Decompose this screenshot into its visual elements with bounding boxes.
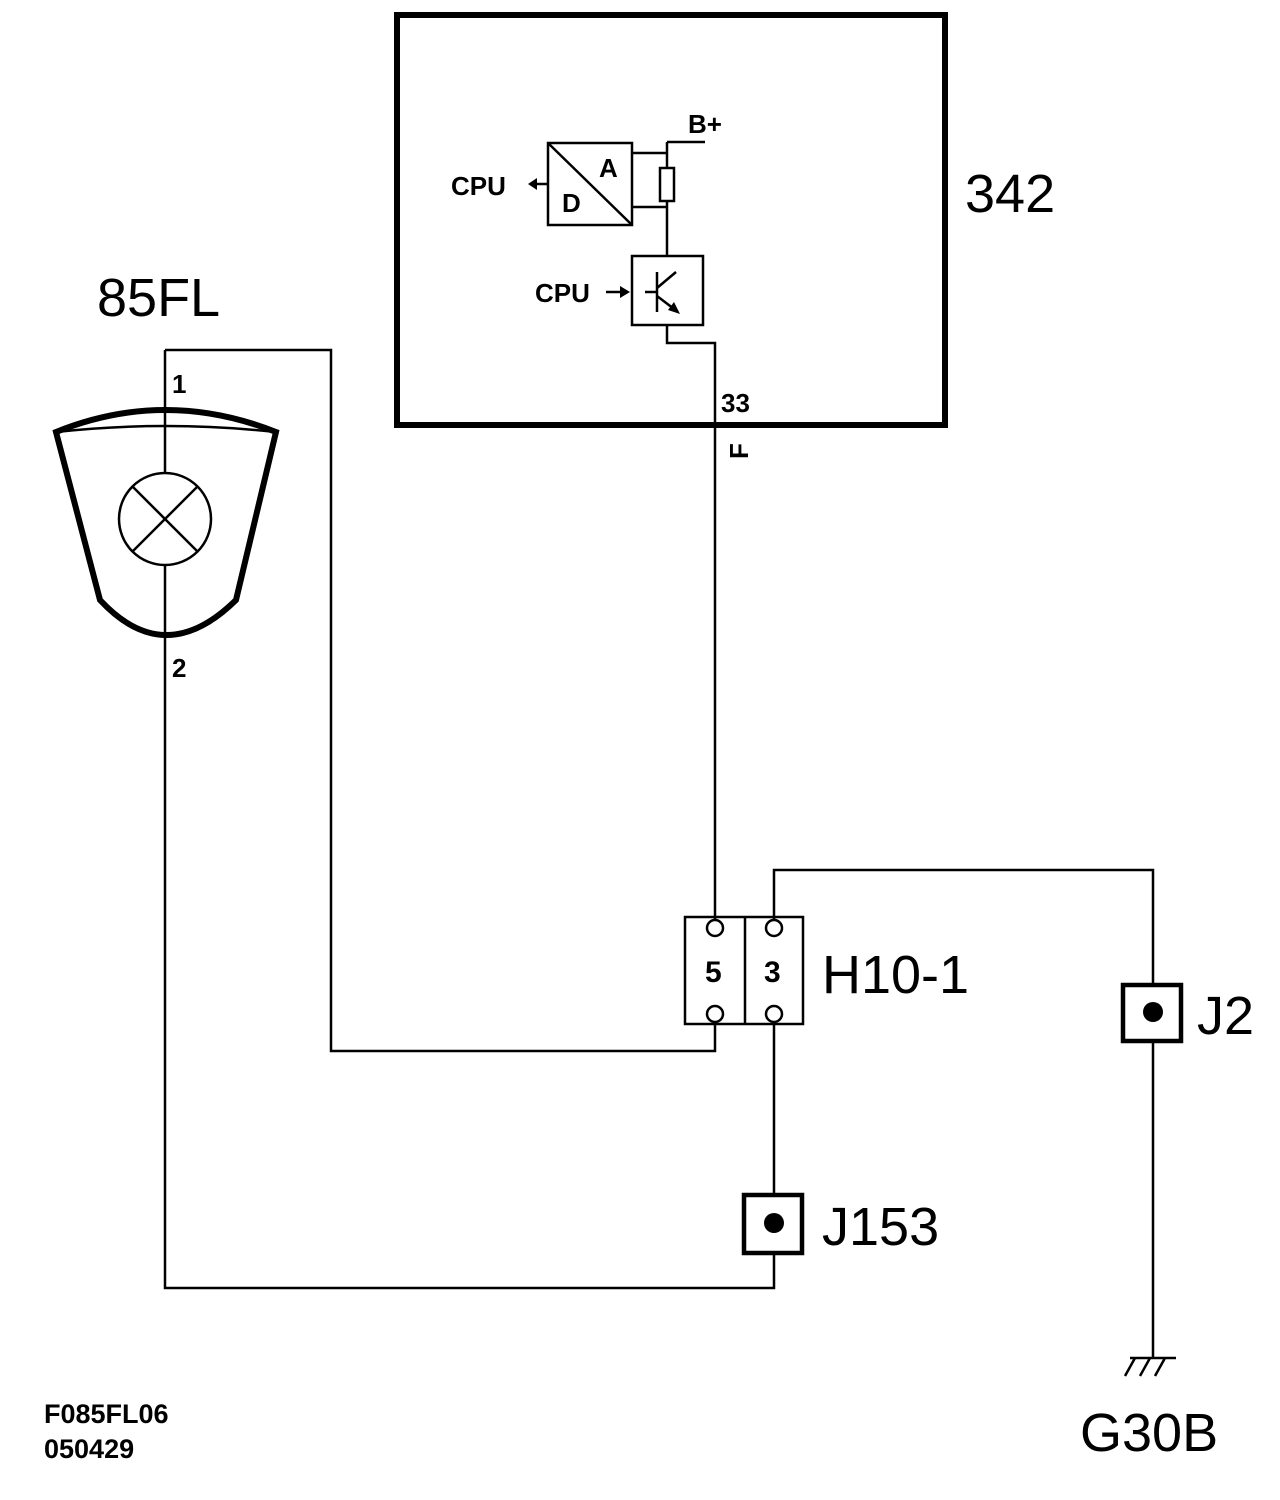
junction-j153-label: J153 bbox=[822, 1197, 939, 1257]
adc-a-label: A bbox=[599, 153, 618, 183]
ground-hatch-3 bbox=[1153, 1357, 1167, 1377]
junction-j153 bbox=[741, 1192, 805, 1256]
driver-block bbox=[630, 254, 705, 327]
junction-j2-label: J2 bbox=[1197, 986, 1254, 1046]
footer-drawing-code: F085FL06 bbox=[44, 1399, 169, 1429]
adc-diagonal bbox=[547, 142, 633, 226]
ground-g30b-label: G30B bbox=[1080, 1403, 1218, 1463]
ground-hatch-1 bbox=[1123, 1357, 1137, 1377]
connector-pin5-top-terminal bbox=[705, 918, 725, 938]
adc-cpu-arrow-head bbox=[528, 178, 537, 190]
lamp-85fl-label: 85FL bbox=[97, 268, 220, 328]
junction-j153-dot bbox=[764, 1213, 784, 1233]
junction-j2-dot bbox=[1143, 1002, 1163, 1022]
wire-lamp-pin2-to-j153 bbox=[163, 640, 776, 1290]
wire-h10-pin3-to-j2 bbox=[772, 868, 1155, 985]
transistor-arrow bbox=[668, 302, 680, 314]
adc-d-label: D bbox=[562, 188, 581, 218]
ecu-pin-code-label: F bbox=[724, 443, 754, 459]
bplus-label: B+ bbox=[688, 109, 722, 139]
connector-pin-5-label: 5 bbox=[705, 956, 722, 989]
connector-h10-1-label: H10-1 bbox=[822, 945, 969, 1005]
connector-pin5-bottom-terminal bbox=[705, 1004, 725, 1024]
ecu-342-box bbox=[394, 12, 948, 428]
adc-cpu-label: CPU bbox=[451, 171, 506, 201]
driver-cpu-label: CPU bbox=[535, 278, 590, 308]
lamp-bulb-cross-2 bbox=[132, 486, 198, 552]
transistor-collector bbox=[656, 271, 677, 289]
footer-date-code: 050429 bbox=[44, 1434, 134, 1464]
connector-pin3-bottom-terminal bbox=[764, 1004, 784, 1024]
driver-cpu-arrow-head bbox=[620, 286, 630, 298]
driver-output-wire bbox=[665, 325, 717, 425]
ground-hatch-2 bbox=[1138, 1357, 1152, 1377]
ecu-pin-33-label: 33 bbox=[721, 388, 750, 418]
pullup-resistor bbox=[658, 166, 676, 203]
lamp-pin-2-label: 2 bbox=[172, 653, 186, 683]
wire-lamp-pin1-to-h10-pin5 bbox=[165, 348, 717, 1053]
connector-pin-3-label: 3 bbox=[764, 956, 781, 989]
ecu-342-label: 342 bbox=[965, 164, 1055, 224]
connector-pin3-top-terminal bbox=[764, 918, 784, 938]
lamp-pin-1-label: 1 bbox=[172, 369, 186, 399]
